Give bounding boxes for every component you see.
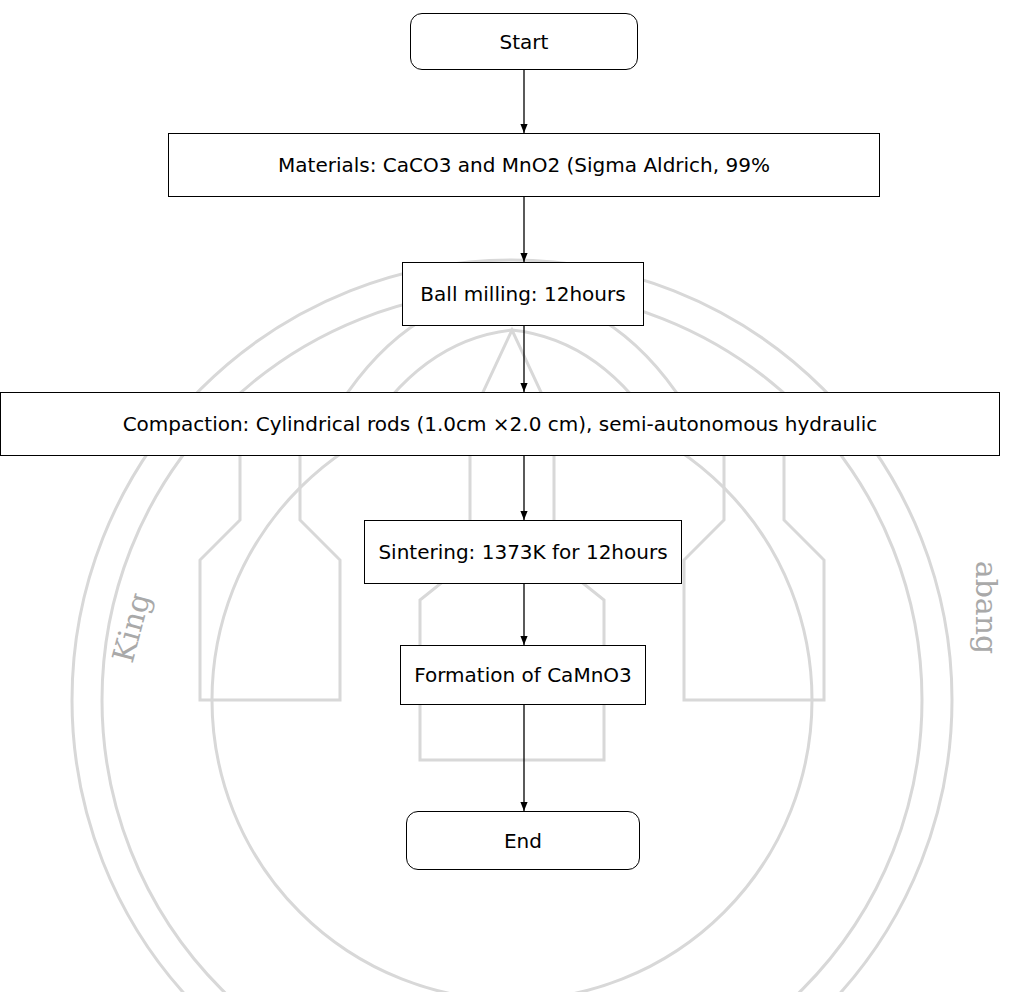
flow-arrow (523, 326, 524, 392)
flow-arrow (523, 197, 524, 262)
step-text: Compaction: Cylindrical rods (1.0cm ×2.0… (123, 412, 878, 436)
process-box: Sintering: 1373K for 12hours (364, 520, 682, 584)
process-box: Materials: CaCO3 and MnO2 (Sigma Aldrich… (168, 133, 880, 197)
step-text: End (504, 829, 542, 853)
step-text: Start (500, 30, 549, 54)
flow-arrow (523, 584, 524, 645)
flow-arrow (523, 705, 524, 811)
process-box: Formation of CaMnO3 (400, 645, 646, 705)
process-box: Compaction: Cylindrical rods (1.0cm ×2.0… (0, 392, 1000, 456)
terminator-box: End (406, 811, 640, 870)
step-text: Sintering: 1373K for 12hours (378, 540, 667, 564)
terminator-box: Start (410, 13, 638, 70)
step-text: Materials: CaCO3 and MnO2 (Sigma Aldrich… (278, 153, 770, 177)
process-box: Ball milling: 12hours (402, 262, 644, 326)
flow-arrow (523, 456, 524, 520)
flow-arrow (523, 70, 524, 133)
watermark-text: abang (969, 561, 1004, 655)
step-text: Ball milling: 12hours (420, 282, 625, 306)
step-text: Formation of CaMnO3 (414, 663, 632, 687)
seal-rings (72, 260, 952, 992)
